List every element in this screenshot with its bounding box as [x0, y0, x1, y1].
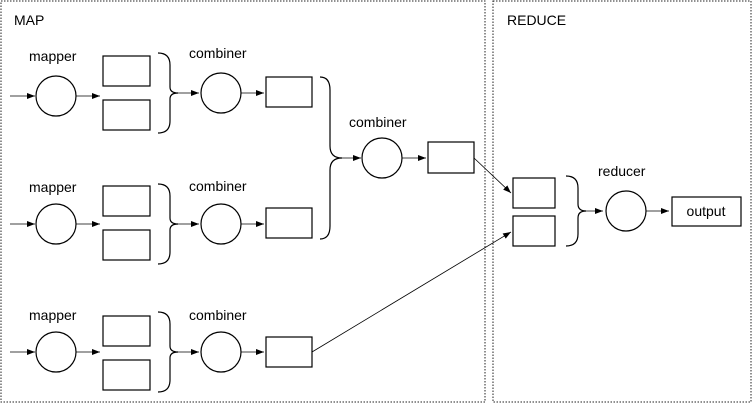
mapper-node-2 — [35, 203, 77, 245]
brace-reducer — [565, 175, 587, 247]
map-output-box-3b — [102, 359, 151, 391]
brace-combiner-merge — [319, 76, 343, 240]
reduce-section-box — [492, 0, 752, 403]
reducer-input-box-1 — [512, 177, 556, 209]
brace-2 — [157, 183, 179, 265]
output-label: output — [687, 203, 726, 219]
combiner-node-3 — [200, 331, 242, 373]
reducer-input-box-2 — [512, 215, 556, 247]
map-section-label: MAP — [14, 12, 44, 28]
mapper-node-3 — [35, 331, 77, 373]
combiner-output-box-3 — [265, 336, 313, 368]
map-output-box-3a — [102, 315, 151, 347]
mapper-node-1 — [35, 75, 77, 117]
reduce-section-label: REDUCE — [507, 12, 566, 28]
map-section-box — [0, 0, 486, 403]
brace-3 — [157, 311, 179, 393]
reducer-label: reducer — [598, 163, 646, 179]
combiner-output-box-1 — [265, 76, 313, 108]
combiner-merge-output-box — [427, 141, 475, 174]
merge-to-reducer-arrow — [473, 157, 512, 194]
row3-to-reducer-arrow — [311, 231, 512, 353]
map-output-box-1b — [102, 99, 151, 131]
reducer-node — [605, 190, 647, 232]
map-output-box-2b — [102, 229, 151, 261]
combiner-label-merge: combiner — [349, 114, 407, 130]
combiner-node-1 — [200, 72, 242, 114]
mapper-label-1: mapper — [29, 48, 77, 64]
brace-1 — [157, 52, 179, 134]
mapper-label-2: mapper — [29, 179, 77, 195]
combiner-node-2 — [200, 203, 242, 245]
output-box — [671, 196, 742, 227]
mapper-label-3: mapper — [29, 307, 77, 323]
combiner-node-merge — [361, 137, 403, 179]
map-output-box-1a — [102, 55, 151, 87]
combiner-label-3: combiner — [189, 307, 247, 323]
combiner-label-1: combiner — [189, 45, 247, 61]
combiner-output-box-2 — [265, 207, 313, 239]
combiner-label-2: combiner — [189, 178, 247, 194]
map-output-box-2a — [102, 185, 151, 217]
